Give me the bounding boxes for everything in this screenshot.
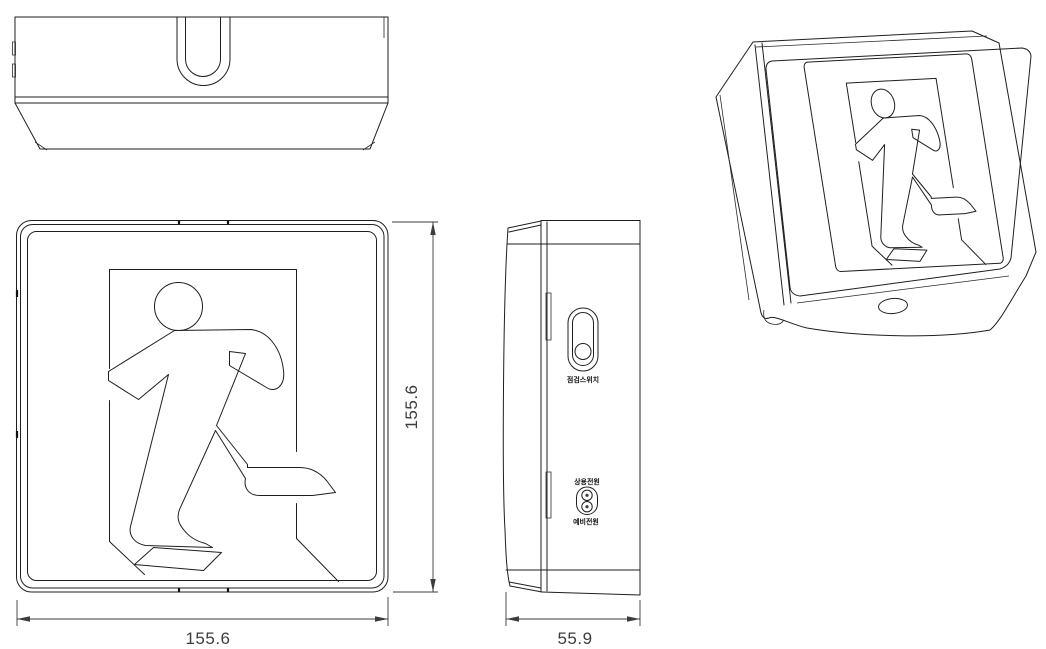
iso-bottom-band-line: [797, 276, 1009, 303]
iso-top-edge-line: [756, 36, 987, 47]
bezel-seam-lines: [541, 221, 547, 592]
cable-entry-oval: [878, 297, 908, 314]
front-view: [17, 221, 389, 593]
left-clip-1: [13, 42, 16, 55]
side-view: 점검스위치 상용전원 예비전원: [503, 221, 640, 596]
top-view: [13, 17, 389, 150]
inspection-switch-recess: [568, 308, 598, 371]
power-top-label: 상용전원: [574, 477, 600, 486]
switch-label: 점검스위치: [567, 375, 599, 384]
left-clip-2: [13, 64, 16, 77]
dimension-front-height: 155.6: [392, 222, 438, 592]
dimension-front-width: 155.6: [17, 597, 388, 648]
u-notch-inner: [186, 17, 221, 77]
power-bottom-label: 예비전원: [573, 517, 599, 526]
connector-pin-1: [582, 490, 592, 500]
top-view-lens: [15, 103, 388, 149]
switch-button: [575, 344, 591, 360]
dimension-side-width: 55.9: [506, 592, 640, 648]
connector-outer: [577, 487, 598, 515]
side-seams: [506, 244, 640, 570]
extension-lines: [17, 597, 388, 626]
isometric-view: [716, 31, 1036, 336]
two-pin-power-connector: [577, 487, 598, 515]
iso-front-face: [766, 48, 1031, 296]
dimension-value: 55.9: [557, 629, 592, 648]
front-outer-bezel: [17, 221, 389, 593]
extension-lines: [392, 222, 438, 592]
iso-left-edge-lines: [755, 43, 791, 305]
top-view-body: [15, 17, 388, 103]
side-clip-1: [546, 293, 551, 340]
dimension-value: 155.6: [185, 629, 230, 648]
lens-top-bevel: [508, 221, 541, 232]
iso-silhouette: [716, 31, 1036, 336]
switch-outer: [568, 308, 598, 371]
switch-inner: [573, 313, 594, 366]
iso-left-face-line: [720, 95, 749, 300]
side-clip-2: [546, 472, 551, 518]
side-body-outline: [541, 221, 640, 596]
connector-pin-2: [582, 502, 592, 512]
top-edge-notch-marks: [179, 220, 228, 225]
lens-corner-bevels: [35, 142, 375, 150]
bottom-edge-notch-marks: [179, 588, 228, 592]
lens-front-curve: [503, 228, 510, 586]
front-mid-bezel: [21, 225, 385, 589]
extension-lines: [506, 592, 640, 626]
lens-bottom-bevel: [509, 582, 542, 592]
dimension-value: 155.6: [402, 384, 421, 429]
u-notch-outer: [177, 17, 230, 85]
iso-bottom-left-corner: [764, 310, 784, 325]
